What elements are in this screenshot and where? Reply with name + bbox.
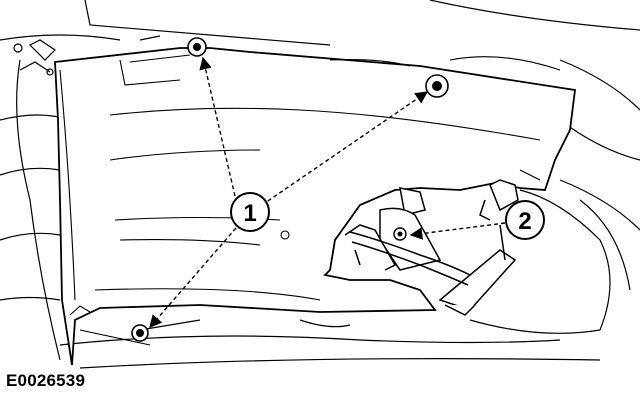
fastener-markers <box>131 37 449 342</box>
callout-1-label: 1 <box>243 200 256 227</box>
fastener-icon <box>187 37 207 57</box>
cable-harness <box>349 231 471 286</box>
callout-1: 1 <box>230 192 270 232</box>
fastener-icon <box>425 74 449 98</box>
trim-panel <box>54 47 577 366</box>
fastener-icon <box>131 324 149 342</box>
leader-arrow <box>199 56 236 197</box>
callout-2-label: 2 <box>518 208 531 235</box>
fastener-icon <box>393 227 407 241</box>
vehicle-body-outline <box>0 0 640 369</box>
leader-lines <box>149 56 506 328</box>
figure-id: E0026539 <box>6 371 86 390</box>
leader-arrow <box>261 91 429 206</box>
leader-arrow <box>409 222 506 240</box>
leader-arrow <box>149 227 237 328</box>
callout-2: 2 <box>505 200 545 240</box>
